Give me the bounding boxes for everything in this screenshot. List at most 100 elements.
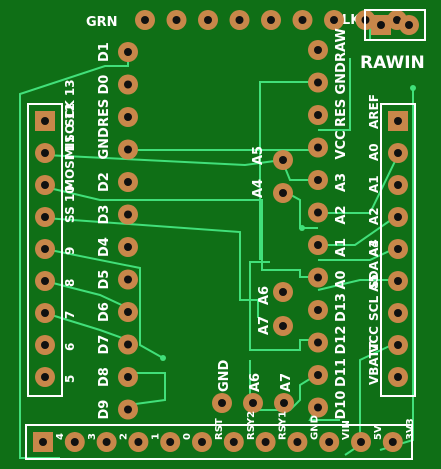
pad-hole <box>41 117 49 125</box>
pad-hole <box>314 338 322 347</box>
promini-right-pin[interactable] <box>308 170 328 190</box>
left-header-pin[interactable] <box>35 143 55 163</box>
trace <box>259 81 318 260</box>
right-header-pin[interactable] <box>388 271 408 291</box>
center-pad[interactable] <box>273 282 293 302</box>
promini-left-pin[interactable] <box>118 172 138 192</box>
bottom-pad[interactable] <box>274 393 294 413</box>
top-header-pin[interactable] <box>261 10 281 30</box>
bottom-header-pin[interactable] <box>351 432 371 452</box>
bottom-header-pin[interactable] <box>319 432 340 452</box>
bottom-pad[interactable] <box>243 393 263 413</box>
left-header-pin[interactable] <box>35 207 55 227</box>
promini-left-pin[interactable] <box>118 139 138 160</box>
left-header-pin[interactable] <box>35 175 55 195</box>
left-header-pin[interactable] <box>35 271 55 291</box>
promini-left-pin[interactable] <box>118 74 138 95</box>
trace <box>249 261 318 351</box>
bottom-header-pin[interactable] <box>96 432 117 452</box>
bottom-pad[interactable] <box>212 393 232 413</box>
promini-left-pin[interactable] <box>118 302 138 322</box>
promini-left-pin[interactable] <box>118 367 138 387</box>
promini-left-label: D5 <box>97 270 112 290</box>
right-header-pin[interactable] <box>388 143 408 163</box>
bottom-header-pin[interactable] <box>128 432 149 452</box>
promini-right-pin[interactable] <box>308 202 328 223</box>
left-header-pin[interactable] <box>35 335 55 355</box>
right-header-pin[interactable] <box>388 303 408 323</box>
left-header-label: 6 <box>63 343 77 351</box>
center-pad[interactable] <box>273 150 293 170</box>
bottom-header-pin[interactable] <box>64 432 85 452</box>
top-header[interactable]: GRN BLK <box>86 10 407 30</box>
promini-right-pin[interactable] <box>308 365 328 385</box>
left-header-pin[interactable] <box>35 239 55 259</box>
pad-hole <box>267 16 275 24</box>
bottom-header-pin[interactable] <box>382 432 403 452</box>
top-header-pin[interactable] <box>229 10 250 30</box>
pad-hole <box>229 438 238 446</box>
promini-left-pin[interactable] <box>118 107 138 127</box>
promini-left-pin[interactable] <box>118 269 138 290</box>
via <box>160 355 166 361</box>
promini-right-pin[interactable] <box>308 72 328 93</box>
promini-left-pin[interactable] <box>118 204 138 225</box>
promini-left-pin[interactable] <box>118 399 138 420</box>
right-header-pin[interactable] <box>388 175 408 195</box>
promini-right-pin[interactable] <box>308 267 328 288</box>
center-pad[interactable] <box>273 183 293 203</box>
left-header-pin[interactable] <box>35 303 55 323</box>
top-header-left-label: GRN <box>86 15 118 30</box>
bottom-header-pin[interactable] <box>223 432 244 452</box>
bottom-header-pin[interactable] <box>33 432 53 452</box>
top-header-pin[interactable] <box>292 10 313 30</box>
pad-hole <box>166 438 175 446</box>
center-pad-label: A7 <box>257 316 272 335</box>
pad-hole <box>124 113 132 121</box>
bottom-header-label: GND <box>309 415 320 440</box>
promini-left-label: D8 <box>97 367 112 387</box>
promini-left-pin[interactable] <box>118 334 138 355</box>
pad-hole <box>261 438 270 446</box>
bottom-header-pin[interactable] <box>287 432 308 452</box>
left-header-outline <box>27 103 63 397</box>
pad-hole <box>198 438 206 446</box>
left-header-label: SCK 13 <box>63 79 77 127</box>
in-pin[interactable] <box>399 15 419 35</box>
promini-right-pin[interactable] <box>308 397 328 418</box>
trace <box>318 214 399 246</box>
right-header-pin[interactable] <box>388 335 408 355</box>
bottom-header-label: 3 <box>87 433 98 440</box>
left-header-label: 8 <box>63 279 77 287</box>
pad-hole <box>325 438 334 446</box>
top-header-pin[interactable] <box>198 10 218 30</box>
bottom-pad-label: GND <box>217 359 232 392</box>
bottom-header-label: RST <box>214 418 225 440</box>
promini-right-pin[interactable] <box>308 105 328 125</box>
promini-right-pin[interactable] <box>308 137 328 158</box>
raw-pin[interactable] <box>371 15 391 35</box>
left-header-pin[interactable] <box>35 367 55 387</box>
promini-left-pin[interactable] <box>118 237 138 257</box>
top-header-pin[interactable] <box>324 10 344 30</box>
pad-hole <box>394 117 402 125</box>
right-header-pin[interactable] <box>388 239 408 259</box>
top-header-pin[interactable] <box>135 10 155 30</box>
right-header-pin[interactable] <box>388 111 408 131</box>
right-header-pin[interactable] <box>388 207 408 227</box>
promini-right-pin[interactable] <box>308 300 328 320</box>
center-pad[interactable] <box>273 316 293 336</box>
bottom-header-pin[interactable] <box>160 432 181 452</box>
bottom-header-pin[interactable] <box>192 432 212 452</box>
promini-left-pin[interactable] <box>118 42 138 62</box>
bottom-header-pin[interactable] <box>255 432 276 452</box>
left-header-pin[interactable] <box>35 111 55 131</box>
promini-right-label: D13 <box>334 293 349 322</box>
pad-hole <box>124 48 132 56</box>
pad-hole <box>218 399 226 407</box>
promini-right-pin[interactable] <box>308 40 328 60</box>
top-header-pin[interactable] <box>166 10 187 30</box>
promini-right-pin[interactable] <box>308 235 328 255</box>
right-header-pin[interactable] <box>388 367 408 387</box>
promini-right-pin[interactable] <box>308 332 328 353</box>
